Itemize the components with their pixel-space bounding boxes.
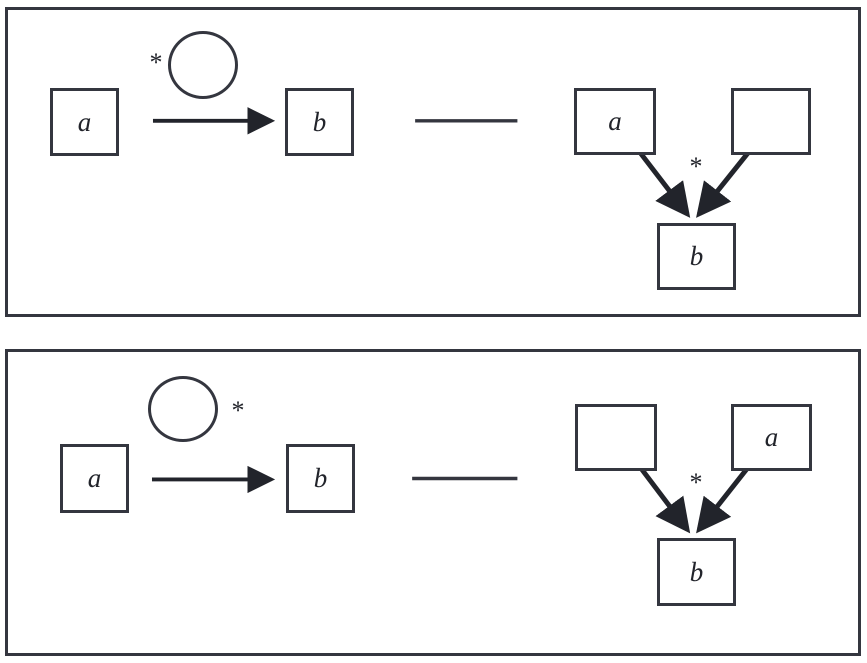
node-circle-operator[interactable] <box>148 376 218 442</box>
panel-top: a * b a * b <box>5 7 861 317</box>
node-label: b <box>312 106 327 137</box>
star-annotation-left: * <box>149 48 163 77</box>
node-box-rhs-top-right[interactable] <box>731 88 811 155</box>
node-label: a <box>764 422 779 452</box>
node-box-rhs-bottom-b[interactable]: b <box>657 223 736 290</box>
star-annotation-right: * <box>689 468 703 497</box>
node-circle-operator[interactable] <box>168 31 238 99</box>
node-label: a <box>608 106 622 136</box>
node-box-rhs-top-left[interactable]: a <box>574 88 656 155</box>
node-label: b <box>689 241 704 271</box>
node-box-rhs-top-left[interactable] <box>575 404 657 471</box>
node-box-a-source[interactable]: a <box>50 88 119 156</box>
node-label: b <box>689 556 704 587</box>
node-box-rhs-bottom-b[interactable]: b <box>657 538 736 606</box>
arrow-right-to-b <box>696 466 750 534</box>
node-label: b <box>313 463 328 493</box>
node-box-b-target[interactable]: b <box>285 88 354 156</box>
node-box-rhs-top-right[interactable]: a <box>731 404 812 471</box>
panel-top-edges <box>152 107 750 218</box>
node-label: a <box>87 463 102 493</box>
node-box-b-target[interactable]: b <box>286 444 355 513</box>
arrow-left-to-b <box>638 466 691 534</box>
node-label: a <box>77 106 92 137</box>
arrow-right-to-b <box>696 151 750 218</box>
panel-bottom-edges <box>151 465 750 534</box>
star-annotation-left: * <box>231 396 245 425</box>
panel-bottom: a * b a * b <box>5 349 861 656</box>
node-box-a-source[interactable]: a <box>60 444 129 513</box>
star-annotation-right: * <box>689 152 703 181</box>
arrow-left-to-b <box>638 151 691 218</box>
